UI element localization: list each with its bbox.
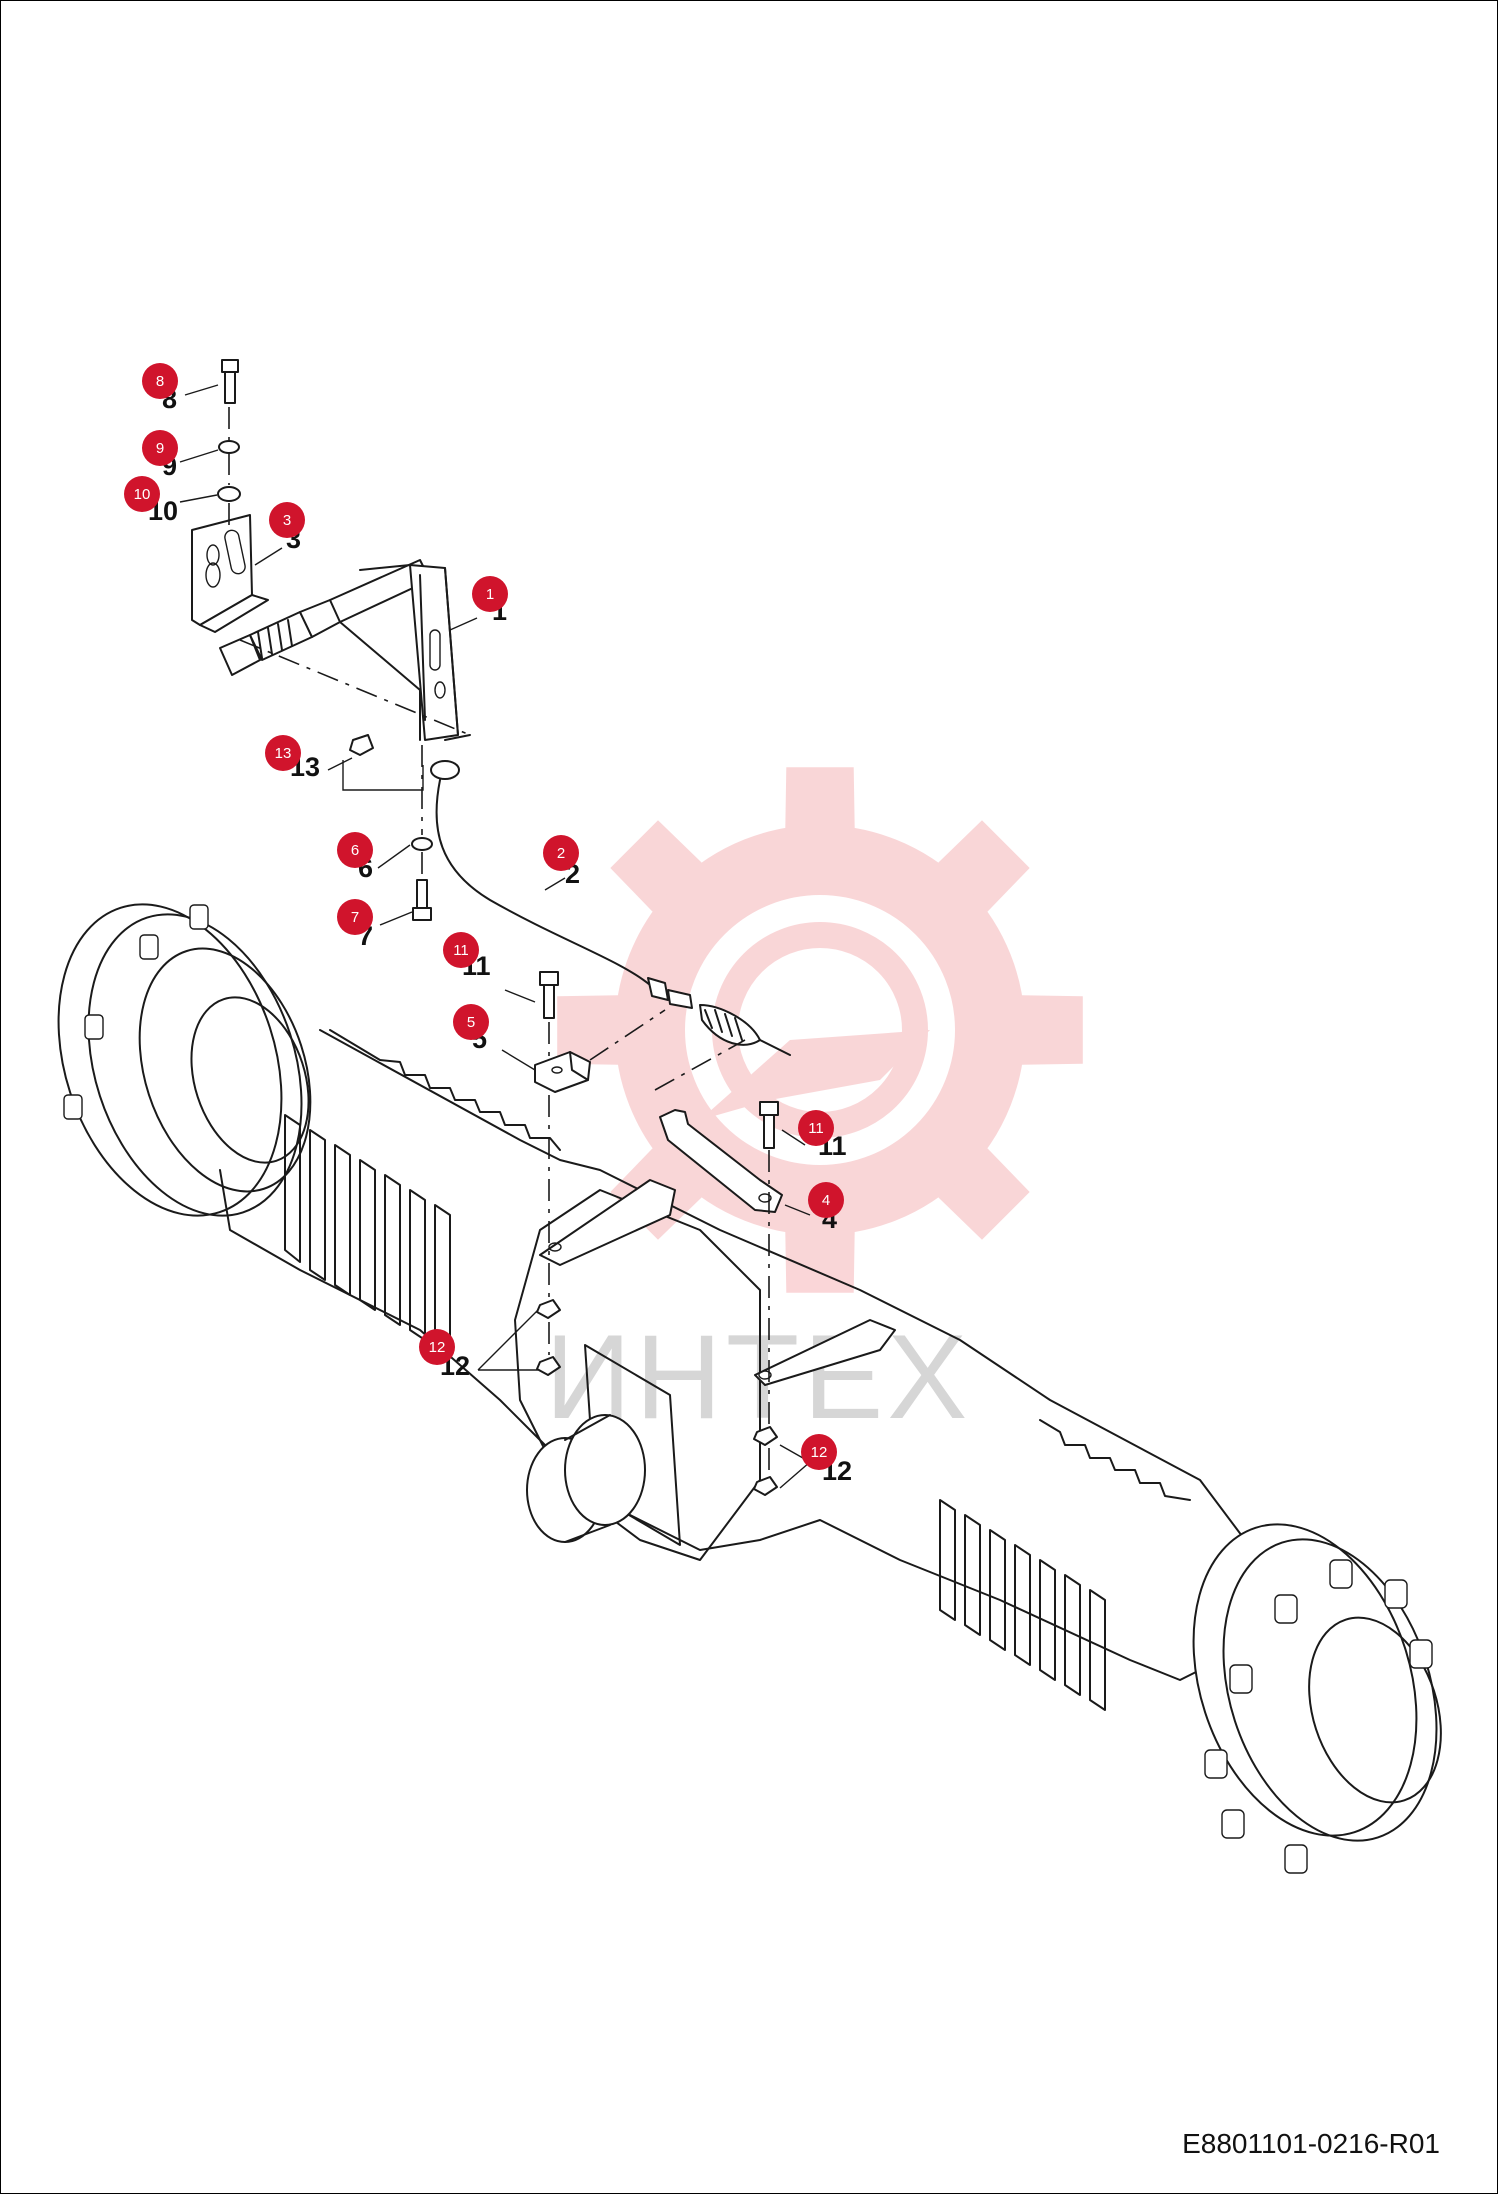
bolt-7 — [412, 879, 432, 921]
washer-6 — [411, 837, 433, 851]
cable-2 — [430, 760, 791, 1056]
bolt-8 — [221, 359, 239, 404]
marker-9: 9 — [142, 430, 178, 466]
svg-text:8: 8 — [156, 373, 164, 390]
bracket-3 — [191, 514, 269, 633]
svg-text:6: 6 — [351, 842, 359, 859]
marker-2: 2 — [543, 835, 579, 871]
svg-text:4: 4 — [822, 1192, 830, 1209]
svg-text:13: 13 — [275, 745, 292, 762]
marker-13: 13 — [265, 735, 301, 771]
assembly-lines — [228, 407, 770, 1475]
leader-lines — [179, 384, 811, 1489]
marker-11: 11 — [443, 932, 479, 968]
marker-12-right: 12 — [801, 1434, 837, 1470]
marker-5: 5 — [453, 1004, 489, 1040]
svg-text:11: 11 — [808, 1120, 824, 1137]
svg-text:1: 1 — [486, 586, 494, 603]
svg-text:2: 2 — [557, 845, 565, 862]
svg-text:11: 11 — [453, 942, 469, 959]
block-5 — [534, 1051, 591, 1093]
marker-8: 8 — [142, 363, 178, 399]
marker-12-left: 12 — [419, 1329, 455, 1365]
marker-1: 1 — [472, 576, 508, 612]
svg-text:10: 10 — [134, 486, 151, 503]
lever-1 — [219, 559, 471, 741]
bolt-11-lower — [759, 1101, 779, 1149]
axle-housing — [57, 903, 1442, 1874]
marker-10: 10 — [124, 476, 160, 512]
svg-text:7: 7 — [351, 909, 359, 926]
marker-3: 3 — [269, 502, 305, 538]
svg-text:5: 5 — [467, 1014, 475, 1031]
bolt-11-upper — [539, 971, 559, 1019]
washer-10 — [217, 486, 241, 502]
svg-text:3: 3 — [283, 512, 291, 529]
marker-11-lower: 11 — [798, 1110, 834, 1146]
marker-7: 7 — [337, 899, 373, 935]
callout-markers: 8 9 10 3 1 13 6 2 7 11 5 11 4 12 12 — [124, 363, 844, 1470]
svg-text:12: 12 — [811, 1444, 828, 1461]
document-code: E8801101-0216-R01 — [1182, 2128, 1440, 2159]
washer-9 — [218, 440, 240, 454]
nut-13 — [349, 734, 374, 756]
bracket-4 — [659, 1109, 783, 1213]
marker-6: 6 — [337, 832, 373, 868]
nuts-12-right — [753, 1426, 778, 1496]
marker-4: 4 — [808, 1182, 844, 1218]
svg-text:9: 9 — [156, 440, 164, 457]
svg-text:12: 12 — [429, 1339, 446, 1356]
